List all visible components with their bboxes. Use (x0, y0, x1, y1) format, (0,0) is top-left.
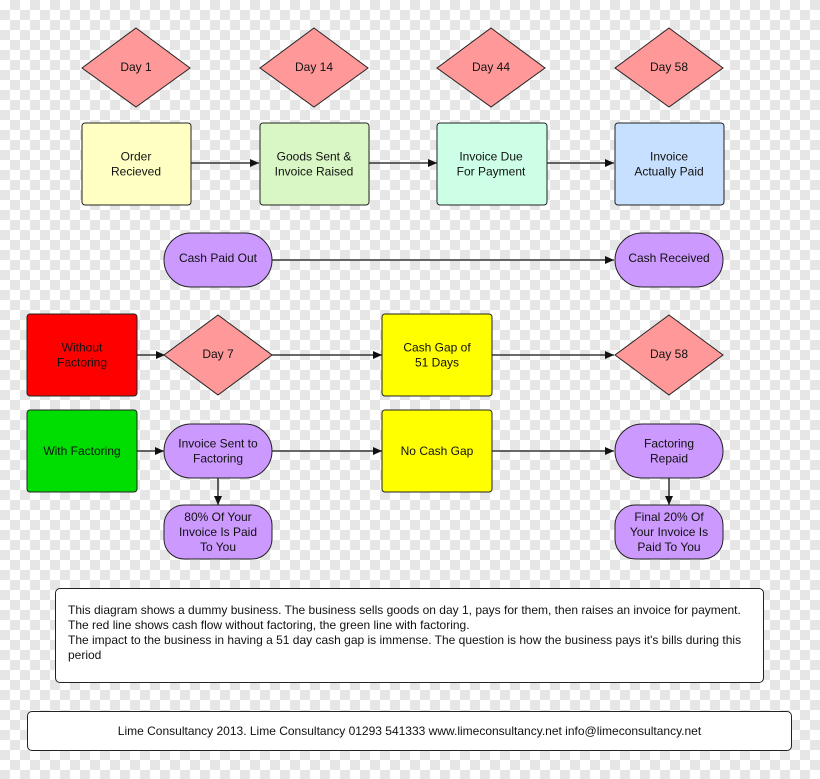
day-diamond-label: Day 58 (650, 347, 688, 361)
footer-contact: Lime Consultancy 2013. Lime Consultancy … (27, 711, 792, 751)
box-label: With Factoring (43, 444, 120, 458)
day-diamond-label: Day 14 (295, 60, 333, 74)
day-diamond: Day 1 (81, 27, 191, 108)
day-diamond-label: Day 7 (202, 347, 234, 361)
step-label: Goods Sent &Invoice Raised (275, 150, 354, 179)
pill-label: Cash Paid Out (179, 251, 258, 265)
day-diamond-start: Day 7 (163, 314, 273, 396)
cash-received-pill: Cash Received (614, 232, 724, 288)
day-diamond: Day 44 (436, 27, 546, 108)
connectors (137, 159, 673, 505)
day-diamond-label: Day 58 (650, 60, 688, 74)
box-label: No Cash Gap (401, 444, 474, 458)
no-cash-gap-box: No Cash Gap (381, 409, 493, 493)
description-note: This diagram shows a dummy business. The… (55, 588, 764, 683)
day-diamond-end: Day 58 (614, 314, 724, 396)
note-line: The impact to the business in having a 5… (68, 633, 742, 662)
note-line: This diagram shows a dummy business. The… (68, 603, 741, 632)
pill-label: Cash Received (628, 251, 709, 265)
day-diamond-label: Day 44 (472, 60, 510, 74)
day-diamond: Day 58 (614, 27, 724, 108)
with-factoring-box: With Factoring (26, 409, 138, 493)
day-diamond-label: Day 1 (120, 60, 152, 74)
step-goods-sent: Goods Sent &Invoice Raised (259, 122, 370, 206)
day-diamond: Day 14 (259, 27, 369, 108)
cash-paid-out-pill: Cash Paid Out (163, 232, 273, 288)
footer-text: Lime Consultancy 2013. Lime Consultancy … (117, 724, 702, 738)
